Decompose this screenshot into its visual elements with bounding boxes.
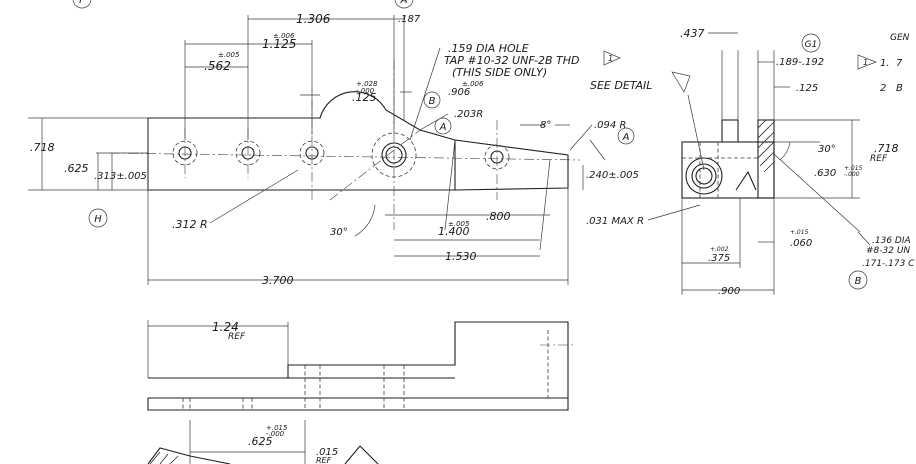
dim-1400: 1.400: [438, 225, 470, 238]
dim-060: .060: [790, 238, 812, 249]
svg-text:G1: G1: [805, 40, 818, 50]
dim-312r: .312 R: [172, 218, 208, 231]
tol-m000-c: -.000: [266, 430, 285, 438]
dim-437: .437: [680, 27, 705, 40]
dim-313: .313±.005: [94, 171, 147, 182]
note-832: #8-32 UN: [866, 246, 910, 256]
dim-630: .630: [814, 168, 836, 179]
flag-note-1: 1: [603, 50, 621, 66]
dim-1530: 1.530: [445, 250, 477, 263]
balloon-a-radius: A: [617, 127, 635, 145]
svg-text:A: A: [622, 132, 630, 143]
svg-text:H: H: [94, 214, 102, 225]
hole-note-1: .159 DIA HOLE: [448, 42, 529, 55]
dim-375: .375: [708, 253, 730, 264]
flag-note-2: 1: [857, 54, 877, 70]
svg-text:1: 1: [863, 58, 868, 67]
tol-m000: -.000: [356, 87, 375, 95]
angle-30-front: 30°: [330, 227, 348, 238]
balloon-h: H: [88, 208, 108, 228]
note-2-text: B: [896, 83, 903, 94]
dim-625: .625: [64, 162, 89, 175]
note-1: 1.: [880, 58, 890, 69]
svg-text:B: B: [855, 276, 862, 287]
hole-note-2: TAP #10-32 UNF-2B THD: [444, 54, 580, 67]
see-detail: SEE DETAIL: [590, 79, 652, 92]
dim-125-side: .125: [796, 83, 818, 94]
tol-005: ±.005: [218, 51, 240, 59]
svg-text:A: A: [439, 122, 447, 133]
dim-562: .562: [204, 59, 231, 73]
dim-906: .906: [448, 87, 470, 98]
dim-718: .718: [30, 141, 55, 154]
note-1-text: 7: [896, 58, 903, 69]
dim-187: .187: [398, 14, 421, 25]
dim-1125: 1.125: [262, 37, 296, 51]
side-view: [671, 32, 871, 295]
balloon-f: F: [72, 0, 92, 9]
balloon-b-front: B: [423, 91, 441, 109]
hole-note-3: (THIS SIDE ONLY): [452, 66, 547, 79]
dim-3700: 3.700: [262, 274, 294, 287]
tol-p028: +.028: [356, 80, 378, 88]
svg-text:B: B: [429, 96, 436, 107]
dim-015: .015: [316, 447, 338, 458]
tol-m000-b: -.000: [844, 171, 860, 178]
dim-900: .900: [718, 286, 740, 297]
note-171: .171-.173 C: [862, 259, 915, 269]
front-view: [28, 15, 701, 285]
bottom-view: [147, 320, 575, 464]
dim-094r: .094 R: [594, 120, 626, 131]
balloon-b-side: B: [848, 270, 868, 290]
tol-006: ±.006: [273, 32, 295, 40]
dim-203r: .203R: [454, 109, 483, 120]
balloon-a-top: A: [394, 0, 414, 9]
balloon-g1: G1: [801, 33, 821, 53]
dim-189: .189-.192: [776, 57, 824, 68]
angle-30-side: 30°: [818, 144, 836, 155]
tol-p015: +.015: [844, 165, 863, 172]
dim-124: 1.24: [212, 320, 239, 334]
note-2: 2: [880, 83, 886, 94]
dim-1306: 1.306: [296, 12, 331, 26]
dim-031r: .031 MAX R: [586, 216, 644, 227]
dim-718-ref: .718: [874, 142, 899, 155]
general-notes-heading: GEN: [890, 33, 910, 43]
tol-p015-b: +.015: [790, 229, 809, 236]
angle-8: 8°: [540, 120, 551, 131]
dim-625-bottom: .625: [248, 435, 273, 448]
ref-b: REF: [228, 332, 246, 342]
dim-240: .240±.005: [586, 170, 639, 181]
dim-800: .800: [486, 210, 511, 223]
ref-a: REF: [870, 154, 888, 164]
svg-text:1: 1: [608, 54, 613, 63]
note-136: .136 DIA: [872, 236, 911, 246]
tol-p015-c: +.015: [266, 424, 288, 432]
balloon-a-detail: A: [434, 117, 452, 135]
tol-005-b: ±.005: [448, 220, 470, 228]
tol-006-b: ±.006: [462, 80, 484, 88]
ref-c: REF: [316, 456, 332, 464]
svg-text:A: A: [400, 0, 408, 6]
svg-text:F: F: [79, 0, 85, 6]
dim-125-front: .125: [352, 91, 377, 104]
section-hatch: [757, 119, 775, 173]
tol-p002: +.002: [710, 246, 729, 253]
